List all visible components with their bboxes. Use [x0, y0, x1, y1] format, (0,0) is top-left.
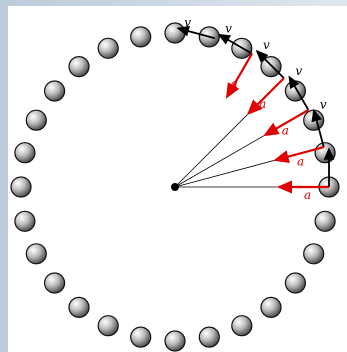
- white-canvas: [8, 6, 347, 352]
- velocity-label: v: [225, 22, 232, 36]
- ball: [314, 142, 336, 164]
- velocity-arrow: [255, 49, 285, 79]
- ball: [130, 26, 152, 48]
- ball: [164, 330, 186, 352]
- ball: [97, 315, 119, 337]
- velocity-arrow: [288, 75, 310, 111]
- acceleration-arrow: [225, 53, 253, 99]
- ball: [68, 296, 90, 318]
- acceleration-label: a: [304, 188, 311, 202]
- velocity-arrow: [311, 108, 325, 148]
- velocity-arrows: v v v v v: [176, 15, 335, 187]
- ball: [231, 315, 253, 337]
- acceleration-arrow: [263, 109, 309, 137]
- velocity-arrow: [217, 33, 253, 55]
- acceleration-label: a: [282, 124, 289, 138]
- acceleration-label: a: [259, 97, 266, 111]
- ball: [14, 210, 36, 232]
- velocity-arrow: [176, 25, 216, 40]
- ball: [68, 55, 90, 78]
- ball: [260, 296, 282, 318]
- velocity-label: v: [184, 15, 191, 29]
- ball: [303, 243, 325, 265]
- ball: [164, 22, 186, 44]
- ball: [25, 109, 47, 131]
- ball: [284, 272, 306, 294]
- ball: [43, 80, 66, 102]
- velocity-label: v: [263, 38, 270, 52]
- acceleration-arrows: a a a a a: [225, 53, 329, 202]
- ball: [25, 243, 47, 265]
- acceleration-label: a: [297, 155, 304, 169]
- ball: [14, 142, 36, 164]
- acceleration-arrow: [273, 146, 325, 164]
- center-point: [171, 183, 179, 191]
- ball: [97, 37, 119, 59]
- ball: [130, 326, 152, 348]
- ball: [10, 176, 32, 198]
- acceleration-arrow: [246, 77, 285, 116]
- velocity-label: v: [295, 64, 302, 78]
- velocity-label: v: [320, 97, 327, 111]
- ball: [314, 210, 336, 232]
- ball: [303, 109, 325, 131]
- ball: [43, 272, 66, 294]
- ball: [198, 326, 220, 348]
- acceleration-label: a: [231, 76, 238, 90]
- ball: [260, 55, 282, 78]
